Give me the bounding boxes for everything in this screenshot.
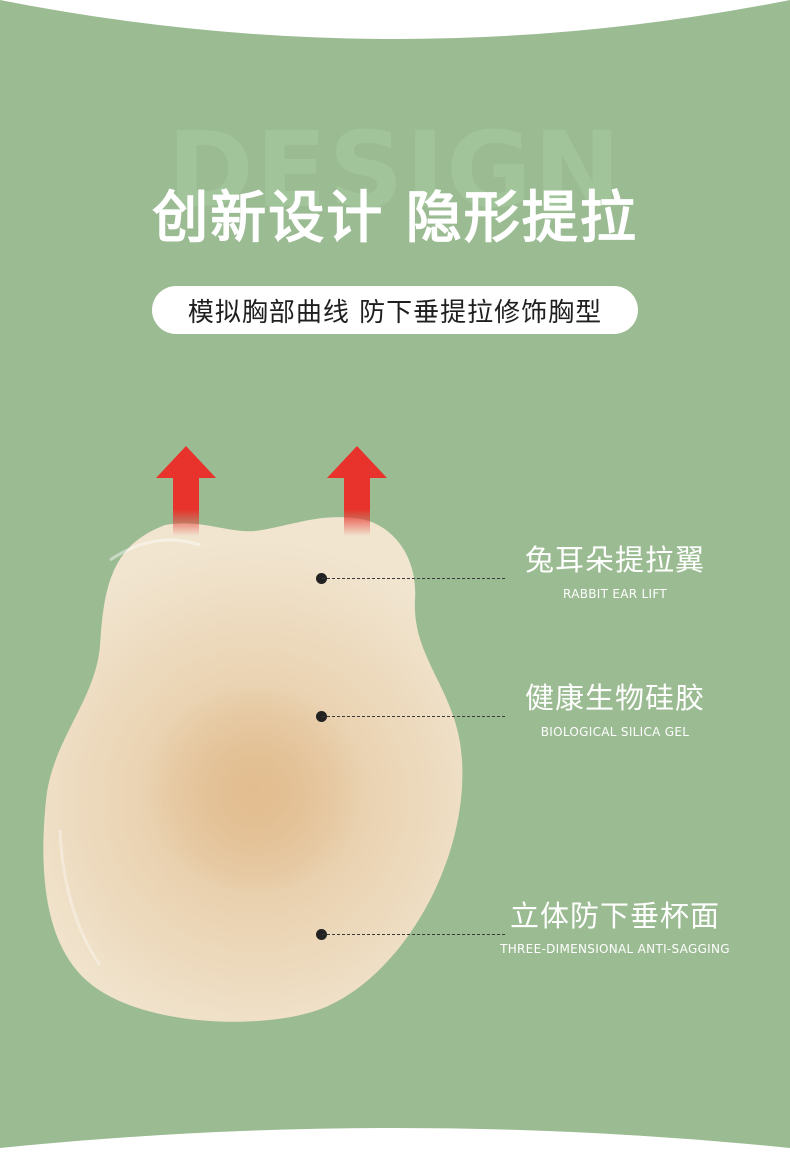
leader-dot bbox=[316, 573, 327, 584]
leader-line bbox=[322, 934, 505, 935]
feature-silica-gel-label: 健康生物硅胶 bbox=[524, 681, 705, 715]
feature-anti-sagging-label: 立体防下垂杯面 bbox=[509, 899, 720, 933]
leader-dot bbox=[316, 929, 327, 940]
leader-dot bbox=[316, 711, 327, 722]
feature-silica-gel-caption: BIOLOGICAL SILICA GEL bbox=[540, 725, 690, 739]
leader-line bbox=[322, 716, 505, 717]
feature-rabbit-ear-caption: RABBIT EAR LIFT bbox=[563, 587, 667, 601]
design-watermark: DESIGN bbox=[167, 109, 623, 231]
subtitle-pill: 模拟胸部曲线 防下垂提拉修饰胸型 bbox=[152, 286, 638, 334]
arrow-up-icon bbox=[327, 446, 387, 536]
arrow-up-icon bbox=[156, 446, 216, 536]
page-title: 创新设计 隐形提拉 bbox=[152, 186, 638, 251]
feature-anti-sagging-caption: THREE-DIMENSIONAL ANTI-SAGGING bbox=[500, 942, 730, 956]
feature-rabbit-ear-label: 兔耳朵提拉翼 bbox=[524, 543, 705, 577]
leader-line bbox=[322, 578, 505, 579]
subtitle-text: 模拟胸部曲线 防下垂提拉修饰胸型 bbox=[187, 297, 603, 328]
